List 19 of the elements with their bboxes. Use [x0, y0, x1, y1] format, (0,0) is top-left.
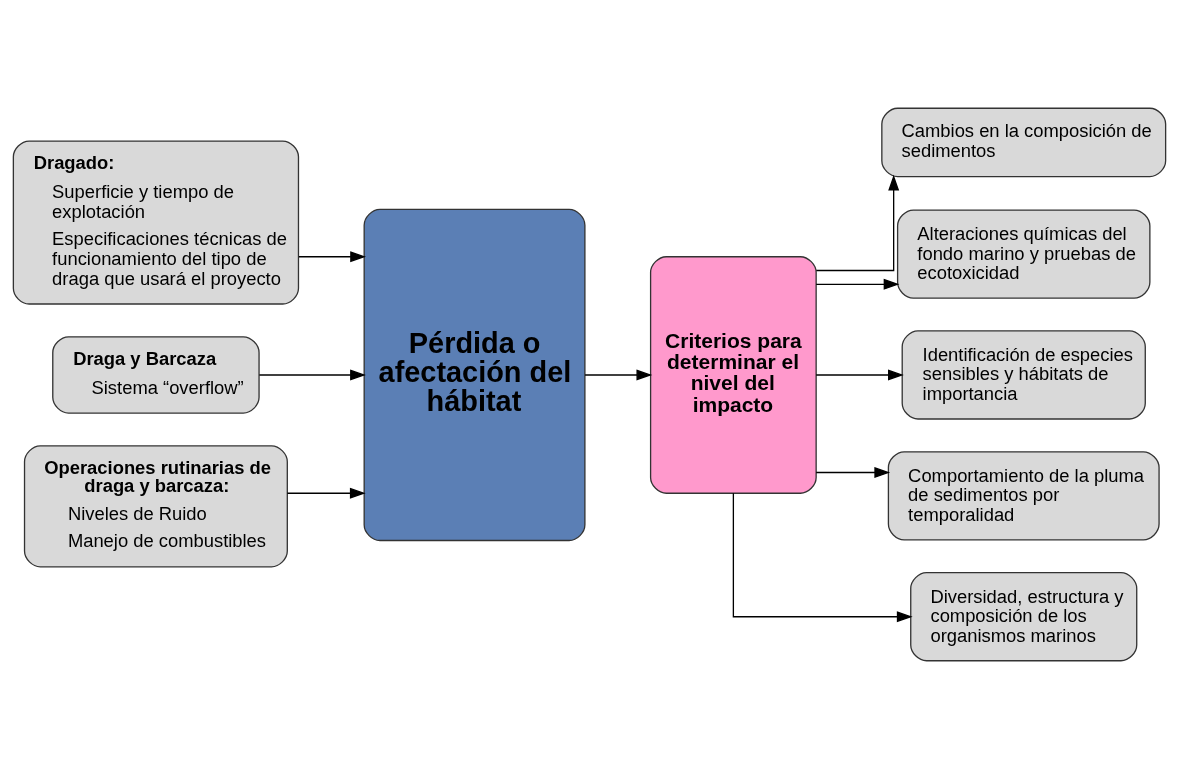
node-box: Criterios para determinar el nivel del impacto: [649, 256, 817, 494]
arrow: [815, 278, 900, 290]
arrow: [298, 251, 366, 263]
node-box: Pérdida o afectación del hábitat: [363, 208, 586, 542]
node-box: Draga y Barcaza Sistema “overflow”: [52, 336, 260, 414]
arrow: [286, 487, 366, 499]
arrow: [815, 174, 900, 272]
node-box: Diversidad, estructura y composición de los organismos marinos: [910, 572, 1138, 662]
arrow: [258, 369, 366, 381]
arrow: [584, 369, 653, 381]
node-box: Comportamiento de la pluma de sedimentos por temporalidad: [887, 451, 1160, 541]
node-box: Dragado: Superficie y tiempo de explotación Especificaciones técnicas de funcionamiento del tipo de draga que usará el proyecto: [12, 140, 300, 305]
node-box: Identificación de especies sensibles y hábitats de importancia: [901, 330, 1146, 420]
node-box: Operaciones rutinarias de draga y barcaza: Niveles de Ruido Manejo de combustibles: [23, 445, 288, 568]
node-box: Cambios en la composición de sedimentos: [881, 107, 1167, 178]
arrow: [732, 492, 913, 623]
arrow: [815, 369, 904, 381]
arrow: [815, 467, 891, 479]
node-box: Alteraciones químicas del fondo marino y pruebas de ecotoxicidad: [896, 209, 1151, 299]
